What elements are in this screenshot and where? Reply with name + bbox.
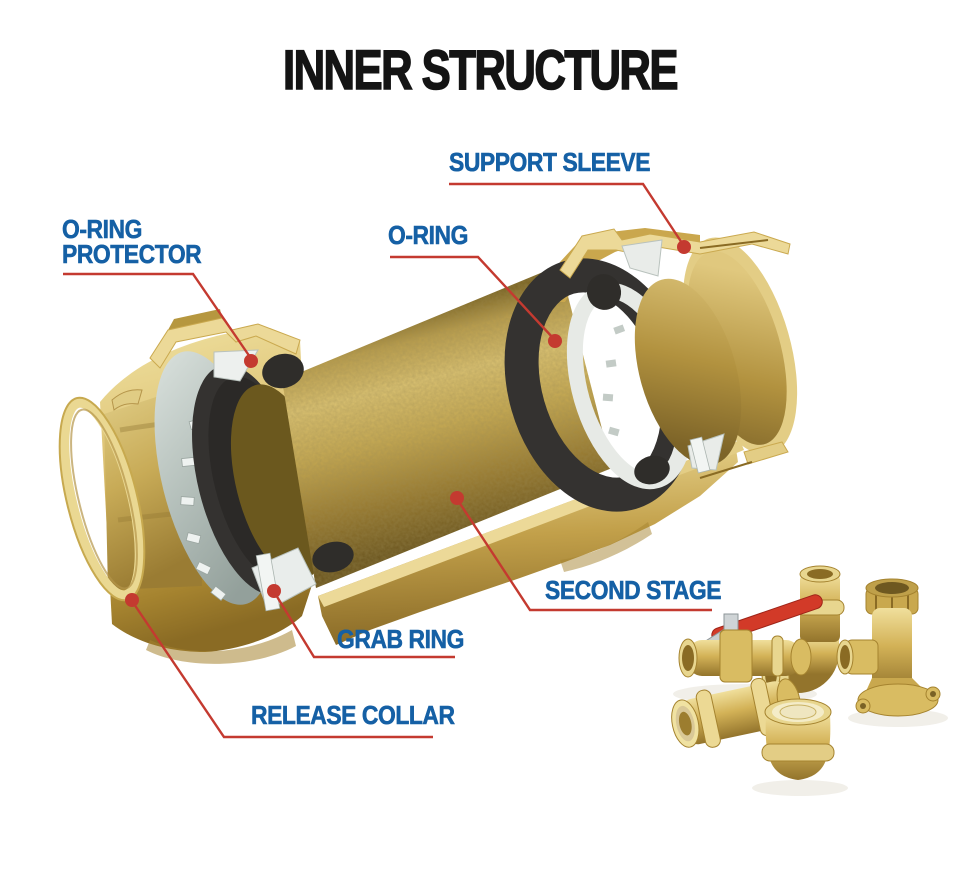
callout-dot-second-stage [450, 491, 464, 505]
grab-ring-label: GRAB RING [337, 624, 465, 654]
callout-dot-o-ring-protector [244, 354, 258, 368]
coupling-image [671, 677, 801, 748]
callout-leaders [63, 182, 712, 739]
release-collar-label: RELEASE COLLAR [251, 700, 456, 730]
callout-line-support-sleeve [449, 182, 684, 244]
support-sleeve-part [504, 228, 798, 512]
callout-line-second-stage [457, 501, 712, 612]
o-ring-protector-label: O-RING PROTECTOR [62, 214, 202, 269]
drop-ear-elbow-image [836, 578, 941, 717]
page-title: INNER STRUCTURE [282, 38, 679, 101]
second-stage-label: SECOND STAGE [545, 575, 722, 605]
fitting-cutaway [58, 228, 798, 664]
support-sleeve-label: SUPPORT SLEEVE [449, 147, 651, 177]
callout-line-grab-ring [274, 594, 455, 659]
product-gallery [671, 565, 948, 796]
callout-dot-support-sleeve [677, 240, 691, 254]
end-cap-image [761, 698, 835, 780]
o-ring-protector-label-line1: O-RING [62, 214, 143, 244]
callout-dot-release-collar [125, 593, 139, 607]
callout-dot-o-ring [548, 334, 562, 348]
callout-line-o-ring [390, 255, 554, 339]
o-ring-protector-part [149, 309, 304, 389]
o-ring-protector-label-line2: PROTECTOR [62, 239, 202, 269]
callout-line-o-ring-protector [63, 272, 251, 358]
callout-line-release-collar [133, 603, 433, 739]
callout-dot-grab-ring [267, 584, 281, 598]
ball-valve-image [678, 594, 823, 683]
o-ring-label: O-RING [388, 220, 469, 250]
